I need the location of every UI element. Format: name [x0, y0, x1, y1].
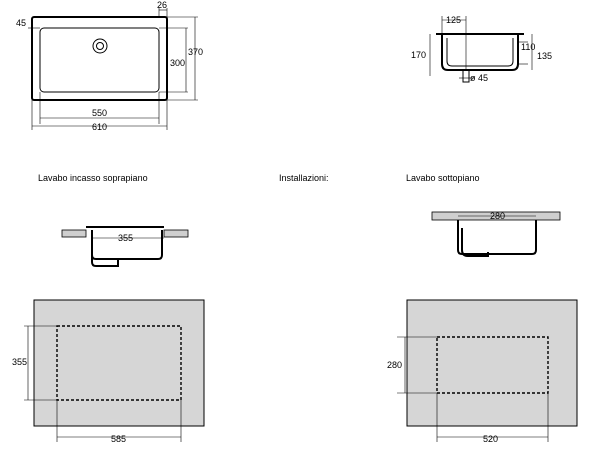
- label-drop-in: Lavabo incasso soprapiano: [38, 173, 148, 183]
- dim-undermount-section: 280: [490, 211, 505, 221]
- dim-drain-diameter: ø 45: [470, 73, 488, 83]
- dim-bowl-depth: 110: [521, 42, 535, 52]
- dim-undermount-cutout-width: 520: [483, 434, 498, 444]
- dim-undermount-cutout-height: 280: [387, 360, 402, 370]
- dim-rim: 26: [157, 0, 167, 10]
- undermount-section: 280: [431, 211, 561, 257]
- drop-in-cutout: [56, 325, 182, 401]
- basin-section-inner: [446, 38, 514, 67]
- dim-total-height: 170: [411, 50, 426, 60]
- dim-height-with-rim: 135: [537, 51, 552, 61]
- drop-in-drain-trap: [91, 236, 119, 267]
- basin-section-profile: [441, 34, 519, 71]
- dim-corner-offset: 45: [16, 18, 26, 28]
- side-view: 125 170 110 135 ø 45: [411, 15, 552, 83]
- countertop-right: [163, 229, 189, 238]
- dim-drop-in-section: 355: [118, 233, 133, 243]
- dim-inner-width: 550: [92, 108, 107, 118]
- basin-inner-outline: [39, 27, 160, 93]
- undermount-countertop-slab: [406, 299, 578, 427]
- dim-inner-depth: 300: [170, 58, 185, 68]
- label-undermount: Lavabo sottopiano: [406, 173, 480, 183]
- label-installations: Installazioni:: [279, 173, 329, 183]
- countertop-left: [61, 229, 87, 238]
- drop-in-cutout-plan: 355 585: [12, 299, 205, 444]
- drop-in-section: 355: [61, 226, 189, 267]
- undermount-drain-trap: [461, 228, 489, 257]
- drain-pipe: [462, 69, 470, 83]
- dim-outer-depth: 370: [188, 47, 203, 57]
- basin-outer-outline: [31, 16, 168, 101]
- undermount-cutout: [436, 336, 549, 394]
- dim-drop-in-cutout-height: 355: [12, 357, 27, 367]
- drain-hole-outer: [92, 38, 108, 54]
- drop-in-countertop-slab: [33, 299, 205, 427]
- dim-drop-in-cutout-width: 585: [111, 434, 126, 444]
- drain-hole-inner: [96, 42, 104, 50]
- dim-outer-width: 610: [92, 122, 107, 132]
- undermount-basin: [457, 220, 537, 255]
- dim-drain-offset: 125: [446, 15, 461, 25]
- top-view: 45 26 370 300 550 610: [16, 0, 203, 132]
- undermount-cutout-plan: 280 520: [387, 299, 578, 444]
- drop-in-basin: [86, 226, 164, 260]
